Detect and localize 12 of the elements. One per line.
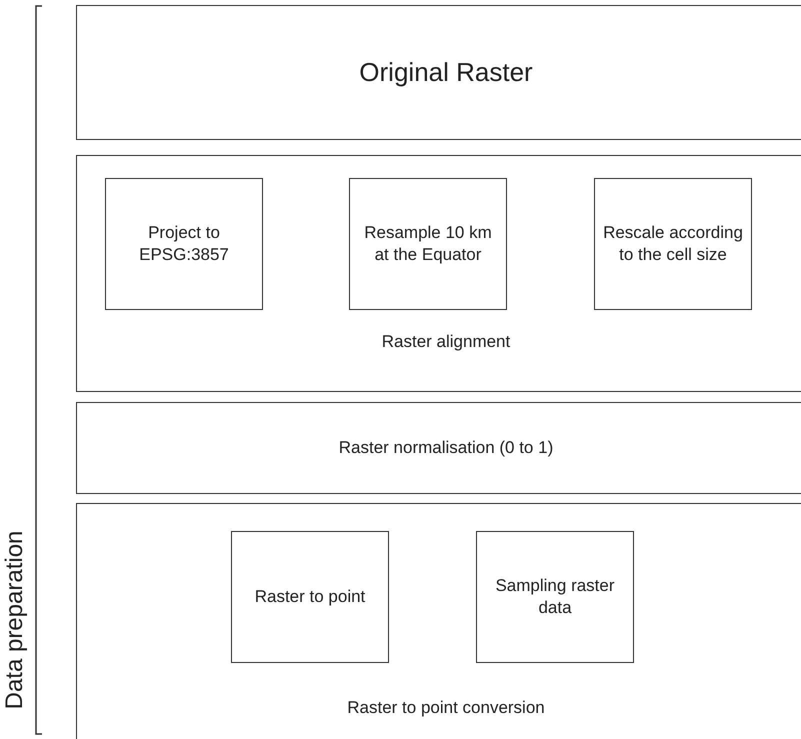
process-box: Resample 10 km at the Equator [349,178,507,310]
process-box: Raster to point [231,531,389,663]
band-box: Raster normalisation (0 to 1) [76,402,801,494]
group-panel [76,155,801,392]
process-box: Sampling raster data [476,531,634,663]
group-panel [76,503,801,739]
group-title: Raster to point conversion [347,698,545,718]
process-box: Project to EPSG:3857 [105,178,263,310]
side-label: Data preparation [1,530,29,710]
group-title: Raster alignment [382,332,510,352]
band-box: Original Raster [76,5,801,140]
process-box: Rescale according to the cell size [594,178,752,310]
